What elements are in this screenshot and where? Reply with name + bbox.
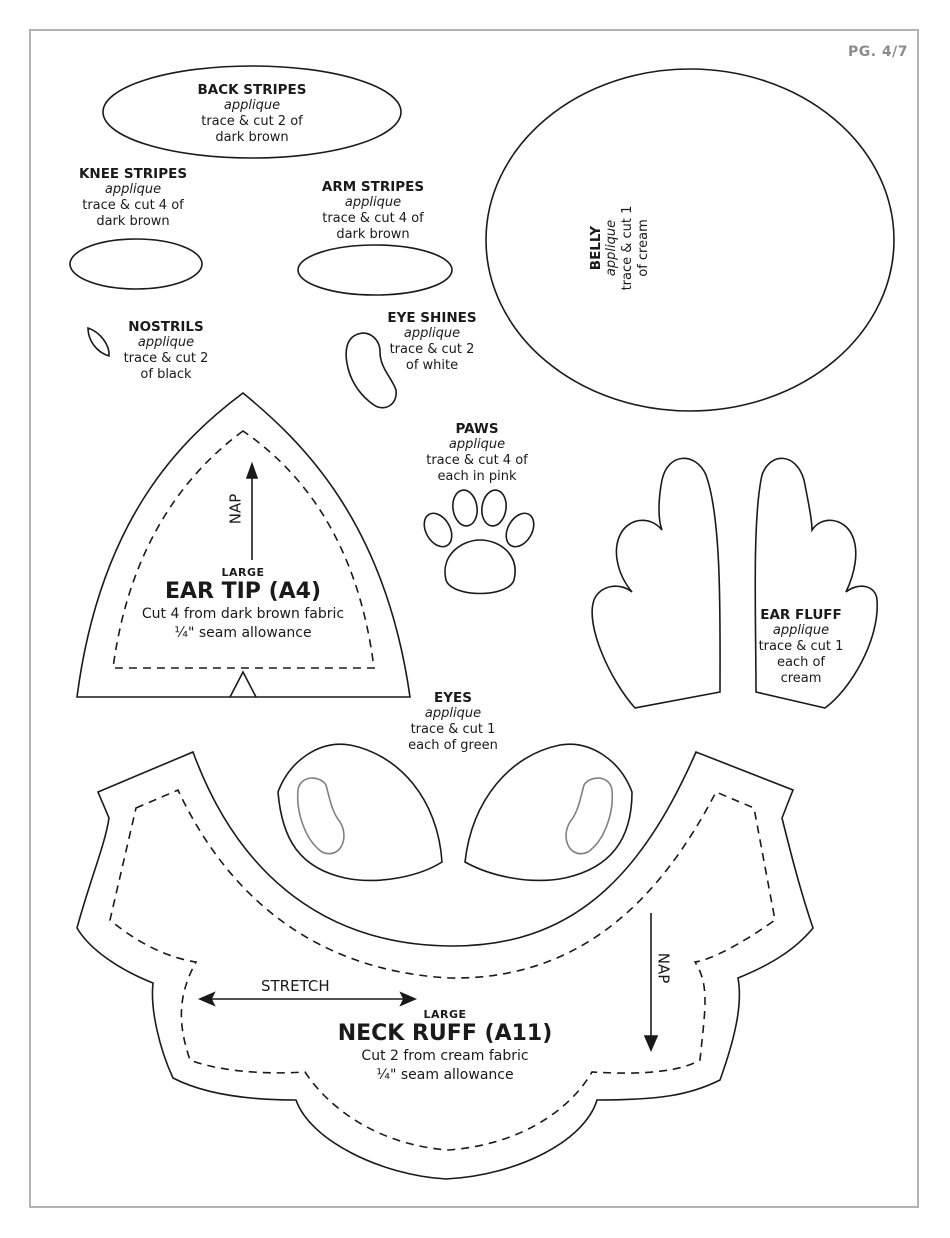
piece-instruction: dark brown	[96, 214, 170, 229]
page-frame	[29, 29, 919, 1208]
piece-instruction: of black	[140, 367, 192, 382]
piece-title: PAWS	[455, 421, 499, 437]
belly-shape	[485, 68, 895, 412]
piece-instruction: trace & cut 1	[620, 205, 635, 291]
piece-instruction: of cream	[636, 219, 651, 277]
piece-instruction: trace & cut 2	[123, 351, 209, 366]
ear-tip-seam	[112, 430, 375, 669]
piece-type: applique	[448, 437, 506, 452]
nostrils-label: NOSTRILS applique trace & cut 2 of black	[106, 319, 226, 383]
seam-allowance: ¼" seam allowance	[376, 1067, 514, 1083]
piece-type: applique	[403, 326, 461, 341]
belly-label: BELLY applique trace & cut 1 of cream	[588, 188, 652, 308]
piece-title: BACK STRIPES	[197, 82, 307, 98]
size-label: LARGE	[221, 566, 265, 579]
piece-instruction: trace & cut 1	[758, 639, 844, 654]
knee-stripes-shape	[69, 238, 203, 290]
size-label: LARGE	[423, 1008, 467, 1021]
eye-shines-label: EYE SHINES applique trace & cut 2 of whi…	[372, 310, 492, 374]
piece-instruction: trace & cut 4 of	[426, 453, 528, 468]
ear-tip-label: LARGE EAR TIP (A4) Cut 4 from dark brown…	[118, 567, 368, 643]
piece-instruction: trace & cut 4 of	[322, 211, 424, 226]
ear-fluff-right-shape	[754, 457, 878, 709]
piece-instruction: trace & cut 1	[410, 722, 496, 737]
eye-shine-shape	[345, 332, 397, 409]
piece-instruction: dark brown	[336, 227, 410, 242]
ear-tip-nap-label: NAP	[226, 493, 245, 525]
arm-stripes-label: ARM STRIPES applique trace & cut 4 of da…	[313, 179, 433, 243]
nostril-shape	[87, 326, 110, 358]
piece-instruction: trace & cut 2	[389, 342, 475, 357]
piece-instruction: trace & cut 2 of	[201, 114, 303, 129]
knee-stripes-label: KNEE STRIPES applique trace & cut 4 of d…	[73, 166, 193, 230]
piece-name: EAR TIP (A4)	[164, 579, 322, 604]
cut-instruction: Cut 2 from cream fabric	[361, 1048, 529, 1064]
piece-type: applique	[772, 623, 830, 638]
neck-ruff-nap-label: NAP	[654, 952, 673, 984]
piece-title: EAR FLUFF	[760, 607, 842, 623]
piece-type: applique	[104, 182, 162, 197]
piece-title: BELLY	[588, 225, 604, 271]
page-number: PG. 4/7	[847, 44, 908, 60]
piece-type: applique	[604, 219, 619, 277]
piece-title: NOSTRILS	[128, 319, 204, 335]
eye-right-shape	[464, 743, 633, 882]
piece-type: applique	[137, 335, 195, 350]
piece-type: applique	[344, 195, 402, 210]
neck-ruff-seam	[109, 788, 776, 1151]
ear-fluff-label: EAR FLUFF applique trace & cut 1 each of…	[755, 607, 847, 687]
piece-title: EYE SHINES	[387, 310, 477, 326]
neck-ruff-outline	[76, 750, 814, 1180]
back-stripes-shape	[102, 65, 402, 159]
eyes-label: EYES applique trace & cut 1 each of gree…	[393, 690, 513, 754]
seam-allowance: ¼" seam allowance	[174, 625, 312, 641]
ear-tip-notch	[229, 670, 257, 698]
piece-instruction: trace & cut 4 of	[82, 198, 184, 213]
eye-left-shape	[277, 743, 443, 882]
piece-title: KNEE STRIPES	[78, 166, 188, 182]
piece-instruction: each of	[776, 655, 825, 670]
piece-instruction: each in pink	[437, 469, 517, 484]
paws-label: PAWS applique trace & cut 4 of each in p…	[417, 421, 537, 485]
piece-instruction: dark brown	[215, 130, 289, 145]
piece-title: EYES	[434, 690, 472, 706]
piece-instruction: each of green	[408, 738, 498, 753]
neck-ruff-label: LARGE NECK RUFF (A11) Cut 2 from cream f…	[320, 1009, 570, 1085]
piece-name: NECK RUFF (A11)	[337, 1021, 553, 1046]
paw-pad-shape	[444, 539, 516, 595]
piece-type: applique	[223, 98, 281, 113]
back-stripes-label: BACK STRIPES applique trace & cut 2 of d…	[192, 82, 312, 146]
cut-instruction: Cut 4 from dark brown fabric	[141, 606, 345, 622]
stretch-label: STRETCH	[261, 977, 330, 995]
ear-tip-outline	[76, 391, 411, 698]
piece-instruction: cream	[780, 671, 822, 686]
arm-stripes-shape	[297, 244, 453, 296]
piece-title: ARM STRIPES	[321, 179, 425, 195]
piece-type: applique	[424, 706, 482, 721]
ear-fluff-left-shape	[591, 457, 721, 709]
piece-instruction: of white	[405, 358, 459, 373]
